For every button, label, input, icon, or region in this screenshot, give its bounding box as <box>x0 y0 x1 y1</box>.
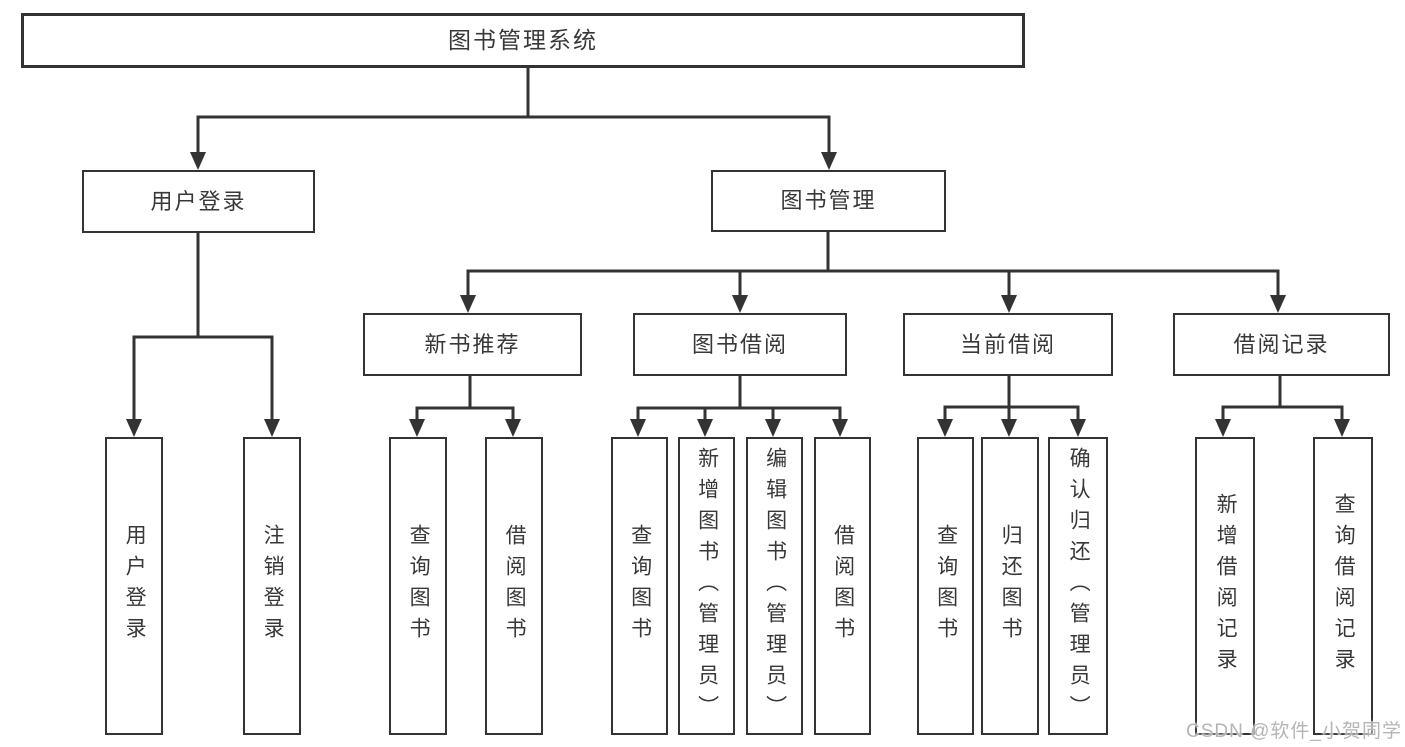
connector-book-borrow-children <box>630 374 848 437</box>
leaf-borrow-book-borrow: 借阅图书 <box>814 437 871 735</box>
leaf-query-borrow-record: 查询借阅记录 <box>1313 437 1373 735</box>
connector-root-children <box>190 66 837 170</box>
node-current-borrow: 当前借阅 <box>903 313 1113 376</box>
leaf-user-login: 用户登录 <box>105 437 163 735</box>
leaf-borrow-book-new-rec: 借阅图书 <box>485 437 543 735</box>
leaf-return-book: 归还图书 <box>981 437 1039 735</box>
leaf-query-book-borrow: 查询图书 <box>611 437 668 735</box>
connector-borrow-record-children <box>1215 374 1350 437</box>
node-book-mgmt: 图书管理 <box>711 170 946 232</box>
csdn-watermark: CSDN @软件_小贺同学 <box>1186 721 1402 742</box>
connector-new-book-rec-children <box>409 374 521 437</box>
connector-current-borrow-children <box>937 374 1086 437</box>
node-new-book-rec: 新书推荐 <box>363 313 582 376</box>
node-root: 图书管理系统 <box>21 13 1025 68</box>
leaf-query-book-current: 查询图书 <box>917 437 974 735</box>
leaf-confirm-return-admin: 确认归还（管理员） <box>1048 437 1108 735</box>
leaf-edit-book-admin: 编辑图书（管理员） <box>746 437 803 735</box>
connector-user-login-children <box>126 231 280 437</box>
leaf-query-book-new-rec: 查询图书 <box>389 437 447 735</box>
connector-book-mgmt-children <box>460 230 1286 313</box>
node-borrow-record: 借阅记录 <box>1173 313 1390 376</box>
node-book-borrow: 图书借阅 <box>633 313 847 376</box>
node-user-login: 用户登录 <box>82 170 315 233</box>
leaf-add-book-admin: 新增图书（管理员） <box>678 437 735 735</box>
leaf-logout-login: 注销登录 <box>243 437 301 735</box>
leaf-add-borrow-record: 新增借阅记录 <box>1195 437 1255 735</box>
